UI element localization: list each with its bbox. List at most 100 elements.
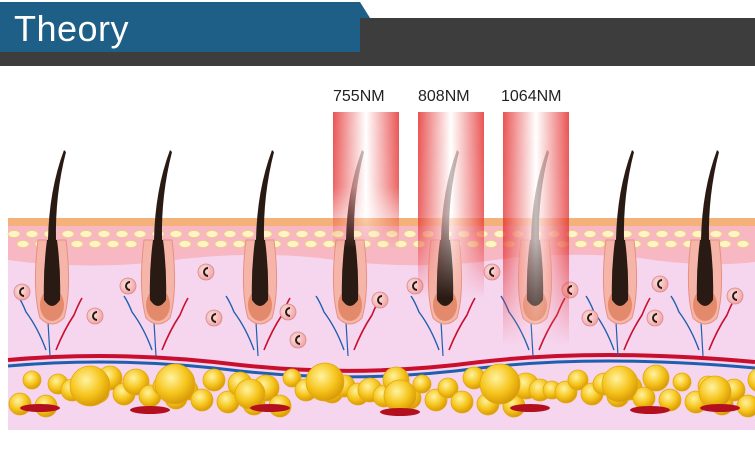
epidermis-cell (718, 240, 732, 248)
laser-beam (503, 112, 569, 345)
fat-globule-icon (154, 363, 196, 405)
vein-line (7, 359, 755, 379)
vein-branch (225, 295, 255, 351)
epidermis-cell (106, 240, 120, 248)
artery-branch (448, 297, 476, 351)
epidermis-cell (295, 230, 309, 238)
cell-icon (13, 283, 31, 301)
fat-globule-icon (567, 369, 589, 391)
epidermis-cell (592, 240, 606, 248)
header-title-panel: Theory (0, 2, 360, 52)
fat-globule-icon (412, 374, 432, 394)
dermis-cells (13, 263, 744, 349)
cell-icon (205, 309, 223, 327)
capillary-icon (20, 404, 60, 412)
cell-nucleus (211, 313, 217, 323)
vein-stem (47, 321, 51, 357)
fat-globule-icon (698, 375, 732, 409)
epidermis-cell (736, 240, 750, 248)
epidermis-cell (97, 230, 111, 238)
epidermis-cell (223, 230, 237, 238)
epidermis-cell (124, 240, 138, 248)
cell-body (371, 291, 389, 309)
cell-body (483, 263, 501, 281)
epidermis-cell (646, 240, 660, 248)
fat-globule-icon (22, 370, 42, 390)
epidermis-cell (664, 240, 678, 248)
epidermis-cell (61, 230, 75, 238)
epidermis-cell (16, 240, 30, 248)
hair-follicle-icon (670, 150, 736, 357)
epidermis-cell (304, 240, 318, 248)
artery-branch (55, 297, 83, 351)
fat-globule-icon (234, 378, 266, 410)
fat-globule-icon (69, 365, 111, 407)
cell-body (279, 303, 297, 321)
cell-nucleus (412, 281, 418, 291)
epidermis-cell (583, 230, 597, 238)
vein-stem (255, 321, 259, 357)
cell-icon (289, 331, 307, 349)
cell-body (205, 309, 223, 327)
fat-globule-icon (601, 365, 639, 403)
epidermis-cell (70, 240, 84, 248)
hair-follicle-icon (123, 150, 189, 357)
cell-nucleus (19, 287, 25, 297)
hair-shaft (256, 150, 274, 240)
hair-shaft (616, 150, 634, 240)
hair-shaft (48, 150, 66, 240)
fat-globule-icon (747, 368, 755, 392)
header-tab-notch (360, 2, 370, 18)
capillary-icon (380, 408, 420, 416)
laser-beam-icon (503, 112, 569, 345)
epidermis-cell (313, 230, 327, 238)
epidermis-cell (241, 230, 255, 238)
header-bar: Theory (0, 0, 755, 66)
artery-branch (161, 297, 189, 351)
laser-beam-icon (333, 112, 399, 248)
cell-nucleus (92, 311, 98, 321)
vein-stem (440, 321, 444, 357)
hair-follicle-icon (315, 150, 381, 357)
epidermis-cell (214, 240, 228, 248)
cell-icon (279, 303, 297, 321)
cell-body (651, 275, 669, 293)
cell-body (646, 309, 664, 327)
laser-beam-icon (418, 112, 484, 298)
hair-root (611, 240, 629, 306)
hair-root (696, 240, 714, 306)
hair-root (149, 240, 167, 306)
epidermis-cell (187, 230, 201, 238)
cell-nucleus (125, 281, 131, 291)
epidermis-cell (25, 230, 39, 238)
cell-icon (581, 309, 599, 327)
epidermis-cell (178, 240, 192, 248)
fat-globule-icon (437, 377, 459, 399)
vein-branch (670, 295, 700, 351)
capillary-icon (630, 406, 670, 414)
wavelength-label: 755NM (333, 88, 385, 105)
epidermis-cell (637, 230, 651, 238)
vein-stem (700, 321, 704, 357)
cell-icon (371, 291, 389, 309)
epidermis-cell (88, 240, 102, 248)
fat-globule-icon (642, 364, 670, 392)
epidermis-cell (655, 230, 669, 238)
epidermis-cell (115, 230, 129, 238)
cell-icon (119, 277, 137, 295)
fat-globule-icon (672, 372, 692, 392)
cell-nucleus (652, 313, 658, 323)
cell-body (289, 331, 307, 349)
epidermis-cell (574, 240, 588, 248)
fat-layer (8, 362, 755, 418)
fat-globule-icon (736, 394, 755, 418)
vein-stem (345, 321, 349, 357)
cell-body (581, 309, 599, 327)
cell-body (119, 277, 137, 295)
fat-globule-icon (202, 368, 226, 392)
page-title: Theory (14, 8, 130, 49)
capillary-icon (510, 404, 550, 412)
cell-body (726, 287, 744, 305)
hair-root (251, 240, 269, 306)
